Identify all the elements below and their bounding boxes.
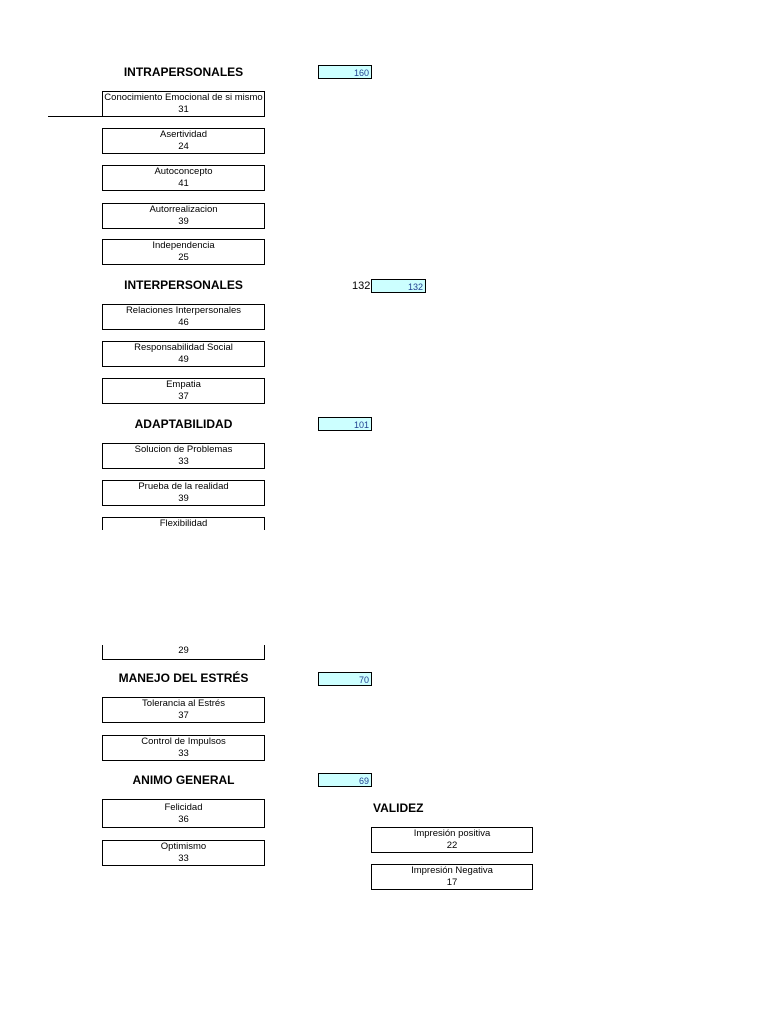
manejo-estres-heading: MANEJO DEL ESTRÉS — [118, 671, 249, 685]
score-value: 24 — [178, 141, 189, 152]
score-value: 17 — [446, 877, 458, 888]
score-label: Optimismo — [160, 841, 207, 852]
score-box-independencia: Independencia 25 — [102, 239, 265, 265]
score-box-autorrealizacion: Autorrealizacion 39 — [102, 203, 265, 229]
score-box-felicidad: Felicidad 36 — [102, 799, 265, 828]
score-value: 41 — [178, 178, 189, 189]
score-label: Felicidad — [164, 802, 203, 813]
score-label: Relaciones Interpersonales — [125, 305, 242, 316]
score-value: 39 — [178, 216, 189, 227]
score-label: Impresión Negativa — [411, 865, 493, 876]
score-label: Flexibilidad — [159, 518, 208, 529]
score-label: Control de Impulsos — [141, 736, 226, 747]
score-label: Tolerancia al Estrés — [142, 698, 225, 709]
score-label: Responsabilidad Social — [134, 342, 233, 353]
score-box-responsabilidad-social: Responsabilidad Social 49 — [102, 341, 265, 367]
score-value: 37 — [178, 710, 189, 721]
manejo-estres-total: 70 — [318, 672, 372, 686]
score-box-prueba-realidad: Prueba de la realidad 39 — [102, 480, 265, 506]
score-box-impresion-positiva: Impresión positiva 22 — [371, 827, 533, 853]
interpersonales-heading: INTERPERSONALES — [124, 278, 243, 292]
animo-general-total: 69 — [318, 773, 372, 787]
connector-line — [48, 116, 103, 117]
score-box-relaciones-interpersonales: Relaciones Interpersonales 46 — [102, 304, 265, 330]
score-label: Asertividad — [160, 129, 207, 140]
score-box-optimismo: Optimismo 33 — [102, 840, 265, 866]
score-box-conocimiento-emocional: Conocimiento Emocional de si mismo 31 — [102, 91, 265, 117]
score-label: Conocimiento Emocional de si mismo — [104, 92, 263, 103]
score-label: Autorrealizacion — [149, 204, 218, 215]
score-label: Autoconcepto — [154, 166, 213, 177]
adaptabilidad-total: 101 — [318, 417, 372, 431]
score-value: 29 — [178, 645, 189, 656]
score-label: Solucion de Problemas — [134, 444, 233, 455]
score-box-flexibilidad-bottom: 29 — [102, 645, 265, 660]
score-box-asertividad: Asertividad 24 — [102, 128, 265, 154]
score-value: 37 — [178, 391, 189, 402]
score-label: Prueba de la realidad — [138, 481, 229, 492]
interpersonales-side-value: 132 — [352, 280, 371, 292]
score-box-tolerancia-estres: Tolerancia al Estrés 37 — [102, 697, 265, 723]
intrapersonales-heading: INTRAPERSONALES — [123, 65, 244, 79]
score-value: 25 — [178, 252, 189, 263]
score-value: 22 — [446, 840, 458, 851]
score-box-solucion-problemas: Solucion de Problemas 33 — [102, 443, 265, 469]
score-value: 49 — [178, 354, 189, 365]
score-value: 31 — [178, 104, 189, 115]
score-value: 46 — [178, 317, 189, 328]
score-box-flexibilidad-top: Flexibilidad — [102, 517, 265, 530]
interpersonales-total: 132 — [371, 279, 426, 293]
score-box-control-impulsos: Control de Impulsos 33 — [102, 735, 265, 761]
score-value: 33 — [178, 748, 189, 759]
animo-general-heading: ANIMO GENERAL — [132, 773, 235, 787]
score-box-impresion-negativa: Impresión Negativa 17 — [371, 864, 533, 890]
score-box-empatia: Empatia 37 — [102, 378, 265, 404]
score-value: 39 — [178, 493, 189, 504]
score-label: Impresión positiva — [413, 828, 491, 839]
validez-heading: VALIDEZ — [373, 801, 424, 815]
score-value: 33 — [178, 853, 189, 864]
adaptabilidad-heading: ADAPTABILIDAD — [134, 417, 233, 431]
score-box-autoconcepto: Autoconcepto 41 — [102, 165, 265, 191]
score-label: Empatia — [166, 379, 201, 390]
score-value: 33 — [178, 456, 189, 467]
score-value: 36 — [178, 814, 189, 825]
intrapersonales-total: 160 — [318, 65, 372, 79]
score-label: Independencia — [152, 240, 215, 251]
